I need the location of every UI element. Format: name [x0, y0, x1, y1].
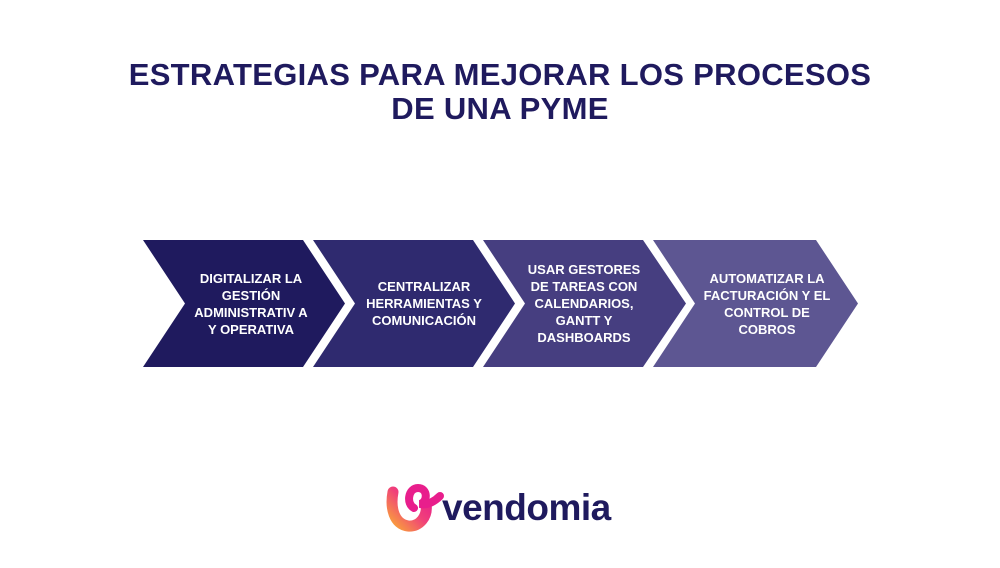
vendomia-logo-icon [386, 483, 444, 532]
step-1-text: DIGITALIZAR LA GESTIÓN ADMINISTRATIV A Y… [194, 270, 308, 337]
step-2-text: CENTRALIZAR HERRAMIENTAS Y COMUNICACIÓN [366, 279, 482, 328]
chevron-step-1 [143, 240, 345, 367]
page-title: ESTRATEGIAS PARA MEJORAR LOS PROCESOS DE… [0, 58, 1000, 126]
brand-name: vendomia [442, 487, 611, 528]
step-4-label: AUTOMATIZAR LA FACTURACIÓN Y EL CONTROL … [697, 240, 837, 367]
step-1-label: DIGITALIZAR LA GESTIÓN ADMINISTRATIV A Y… [190, 240, 312, 367]
chevron-step-4 [653, 240, 858, 367]
chevron-step-2 [313, 240, 515, 367]
chevron-step-3 [483, 240, 686, 367]
title-line-2: DE UNA PYME [391, 91, 609, 126]
step-3-label: USAR GESTORES DE TAREAS CON CALENDARIOS,… [524, 240, 644, 367]
title-line-1: ESTRATEGIAS PARA MEJORAR LOS PROCESOS [128, 57, 872, 92]
step-4-text: AUTOMATIZAR LA FACTURACIÓN Y EL CONTROL … [703, 270, 831, 337]
vendomia-logo: vendomia [384, 478, 624, 534]
step-3-text: USAR GESTORES DE TAREAS CON CALENDARIOS,… [527, 262, 641, 345]
step-2-label: CENTRALIZAR HERRAMIENTAS Y COMUNICACIÓN [352, 240, 496, 367]
